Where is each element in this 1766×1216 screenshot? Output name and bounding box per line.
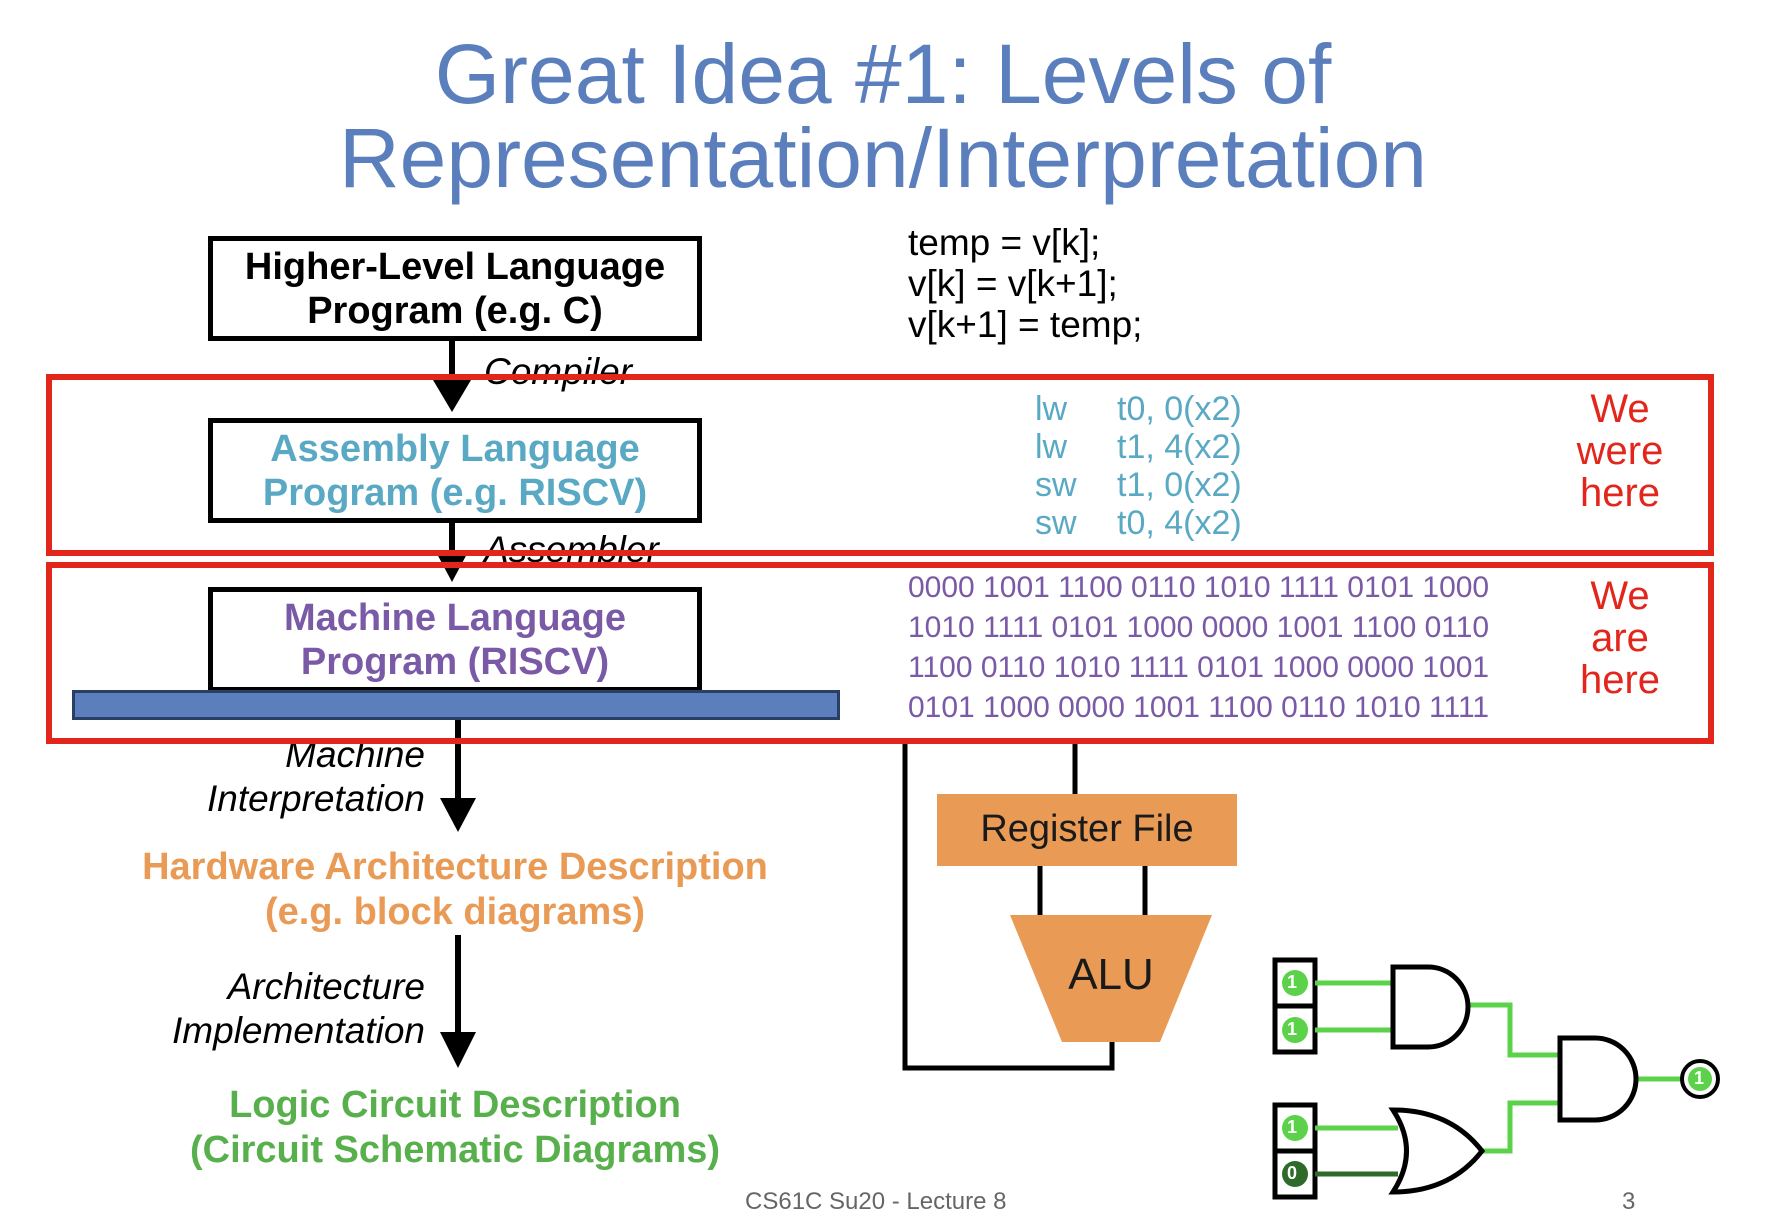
logic-circuit <box>1272 957 1720 1200</box>
machine-code-line: 0101 1000 0000 1001 1100 0110 1010 1111 <box>908 691 1490 724</box>
asm-line2: Program (e.g. RISCV) <box>262 471 648 514</box>
alu-label: ALU <box>1068 950 1154 999</box>
c-code-line: temp = v[k]; <box>908 222 1101 263</box>
hardware-boundary-bar <box>72 690 840 720</box>
logic-circuit-description: Logic Circuit Description (Circuit Schem… <box>189 1084 721 1171</box>
ml-line2: Program (RISCV) <box>300 640 610 683</box>
block-diagram-wires <box>902 738 1148 1071</box>
register-file-label: Register File <box>980 808 1194 850</box>
machine-program-box: Machine Language Program (RISCV) <box>208 587 702 692</box>
circuit-input-3: 1 <box>1287 1117 1298 1137</box>
we-are-here-marker: We are here <box>1579 574 1661 702</box>
c-code-line: v[k] = v[k+1]; <box>908 263 1118 304</box>
c-code-line: v[k+1] = temp; <box>908 304 1143 345</box>
alu-shape <box>1010 915 1212 1042</box>
hardware-architecture-description: Hardware Architecture Description (e.g. … <box>142 846 768 933</box>
asm-line1: Assembly Language <box>270 427 640 470</box>
c-code-block: temp = v[k]; v[k] = v[k+1]; v[k+1] = tem… <box>908 222 1142 345</box>
we-were-here-highlight <box>46 374 1714 556</box>
architecture-implementation-label: Architecture Implementation <box>172 966 425 1051</box>
machine-code-line: 1100 0110 1010 1111 0101 1000 0000 1001 <box>908 651 1490 684</box>
circuit-input-2: 1 <box>1287 1019 1298 1039</box>
hll-line1: Higher-Level Language <box>244 245 666 288</box>
assembly-program-box: Assembly Language Program (e.g. RISCV) <box>208 418 702 523</box>
machine-code-block: 0000 1001 1100 0110 1010 1111 0101 1000 … <box>908 568 1489 728</box>
hll-program-box: Higher-Level Language Program (e.g. C) <box>208 236 702 341</box>
circuit-output: 1 <box>1694 1068 1705 1088</box>
circuit-input-1: 1 <box>1287 972 1298 992</box>
machine-code-line: 0000 1001 1100 0110 1010 1111 0101 1000 <box>908 571 1490 604</box>
machine-interpretation-label: Machine Interpretation <box>206 734 425 819</box>
slide-title-line1: Great Idea #1: Levels of <box>434 27 1332 121</box>
circuit-input-4: 0 <box>1287 1163 1298 1183</box>
footer-course: CS61C Su20 - Lecture 8 <box>745 1188 1007 1215</box>
we-were-here-marker: We were here <box>1576 387 1664 515</box>
ml-line1: Machine Language <box>283 596 627 639</box>
compiler-label: Compiler <box>484 351 633 392</box>
footer-page-number: 3 <box>1622 1188 1636 1215</box>
register-file-shape <box>937 794 1237 866</box>
machine-code-line: 1010 1111 0101 1000 0000 1001 1100 0110 <box>908 611 1490 644</box>
slide-title-line2: Representation/Interpretation <box>338 111 1428 205</box>
we-are-here-highlight <box>46 562 1714 744</box>
hll-line2: Program (e.g. C) <box>307 289 603 332</box>
